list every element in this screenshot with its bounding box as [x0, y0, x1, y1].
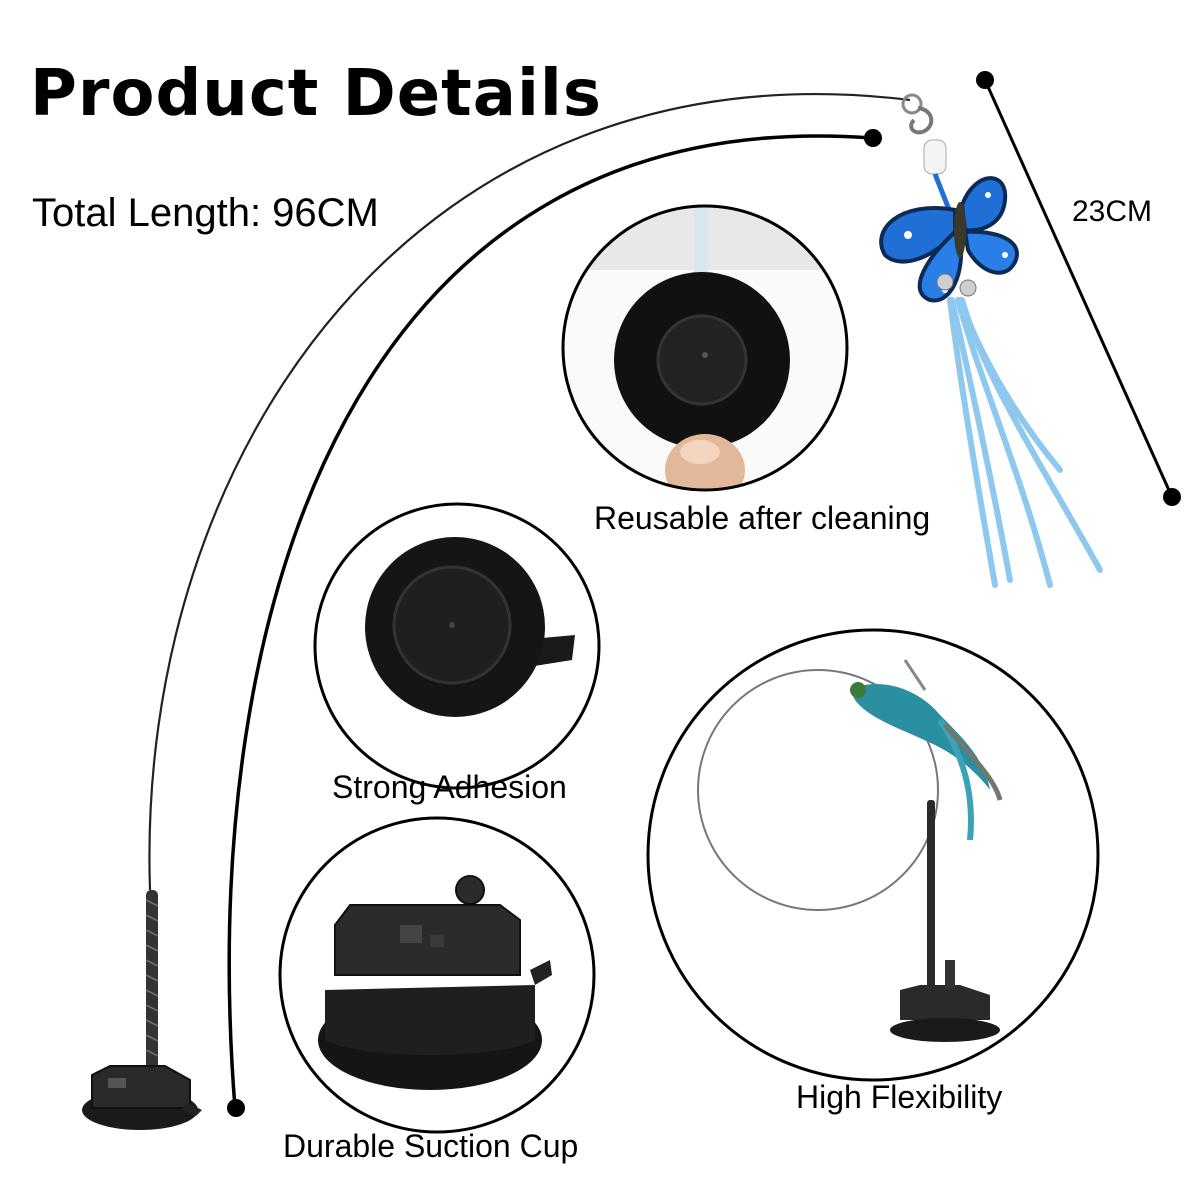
total-length-label: Total Length: 96CM: [32, 191, 379, 235]
page-title: Product Details: [30, 57, 602, 131]
wand-rod-curve: [148, 93, 911, 891]
cleaning-image: [561, 204, 849, 492]
attachment-length-label: 23CM: [1072, 195, 1153, 228]
suction-caption: Durable Suction Cup: [283, 1128, 579, 1164]
attachment-dot-bottom: [1163, 488, 1181, 506]
flexibility-image: [646, 628, 1100, 1082]
measure-end-dot-bottom: [227, 1099, 245, 1117]
measure-end-dot-top: [864, 129, 882, 147]
suction-cup-image: [278, 816, 596, 1134]
length-measure-curve: [227, 134, 873, 1109]
attachment-dot-top: [976, 71, 994, 89]
adhesion-image: [313, 502, 601, 790]
flexibility-caption: High Flexibility: [796, 1079, 1003, 1115]
cleaning-caption: Reusable after cleaning: [594, 500, 931, 536]
wand-spring-base: [82, 890, 202, 1130]
attachment-measure-line: [983, 79, 1174, 498]
adhesion-caption: Strong Adhesion: [332, 769, 567, 805]
butterfly-attachment: [879, 93, 1103, 588]
